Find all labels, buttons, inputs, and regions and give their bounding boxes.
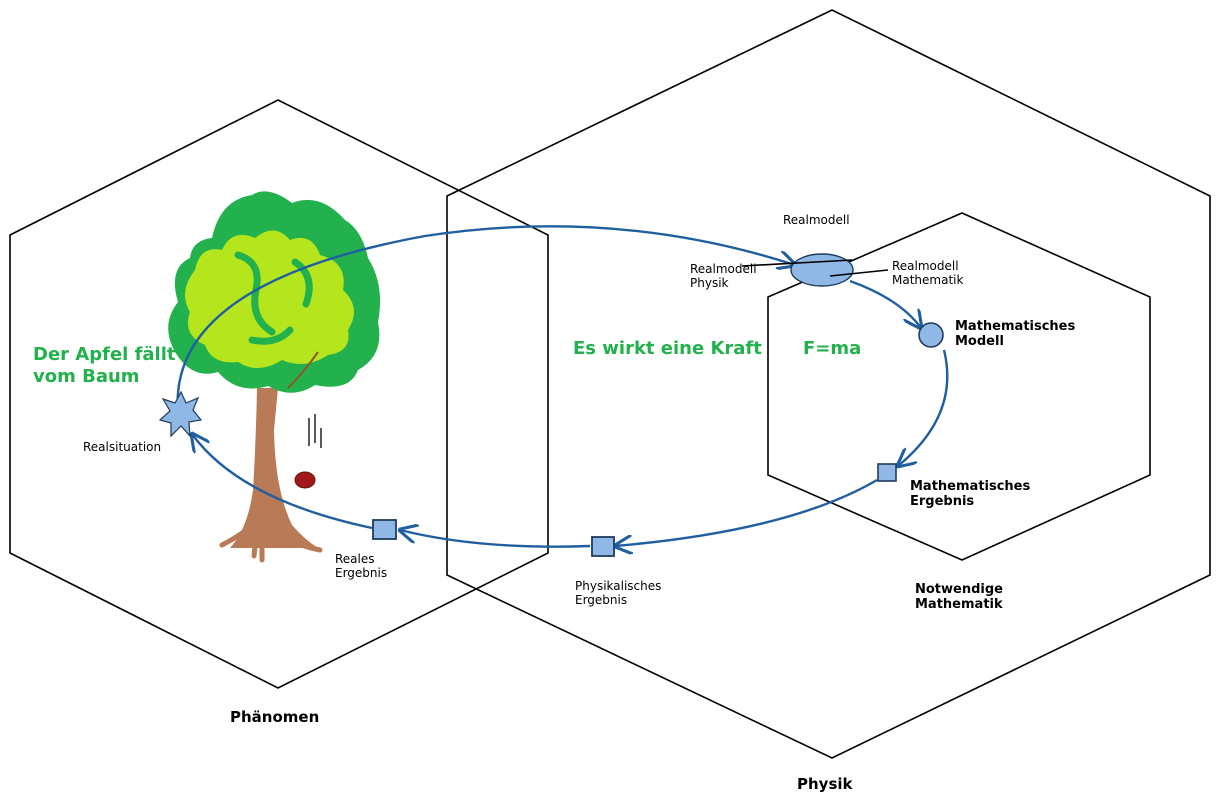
cycle-path-real-result-to-situation [192, 434, 373, 530]
fall-lines [308, 414, 322, 448]
cycle-path-model-to-math-model [849, 279, 921, 328]
label-real-result: Reales Ergebnis [335, 552, 388, 581]
math-result-node [877, 463, 897, 482]
physics-hexagon [446, 9, 1211, 759]
statement-force: Es wirkt eine Kraft [573, 338, 762, 359]
statement-formula: F=ma [803, 338, 862, 359]
real-model-node [790, 253, 854, 287]
region-title-phenomenon: Phänomen [230, 708, 320, 726]
label-math-result: Mathematisches Ergebnis [910, 479, 1031, 510]
tree-illustration [168, 191, 381, 563]
real-result-node [372, 519, 397, 540]
label-real-model-physics: Realmodell Physik [690, 262, 757, 291]
real-model-math-pointer [829, 269, 889, 277]
label-real-model: Realmodell [783, 213, 850, 227]
physical-result-node [591, 536, 615, 557]
label-physical-result: Physikalisches Ergebnis [575, 579, 662, 608]
region-title-physics: Physik [797, 775, 853, 793]
mathematics-hexagon [767, 212, 1151, 561]
region-title-mathematics: Notwendige Mathematik [915, 582, 1003, 613]
tree-branch [287, 351, 319, 389]
modelling-cycle [176, 225, 949, 548]
math-model-node [918, 322, 944, 348]
cycle-path-math-model-to-result [898, 349, 949, 466]
phenomenon-hexagon [9, 99, 549, 689]
tree-trunk [230, 388, 318, 548]
statement-apple: Der Apfel fällt vom Baum [33, 344, 176, 387]
cycle-path-math-result-to-physical [615, 478, 878, 546]
cycle-path-real-to-model [176, 225, 795, 413]
label-math-model: Mathematisches Modell [955, 319, 1076, 350]
apple-icon [294, 471, 316, 489]
real-model-physics-pointer [741, 259, 853, 267]
real-situation-node [158, 390, 203, 438]
label-real-model-math: Realmodell Mathematik [892, 259, 964, 288]
cycle-path-physical-to-real [400, 530, 591, 548]
label-real-situation: Realsituation [83, 440, 162, 454]
